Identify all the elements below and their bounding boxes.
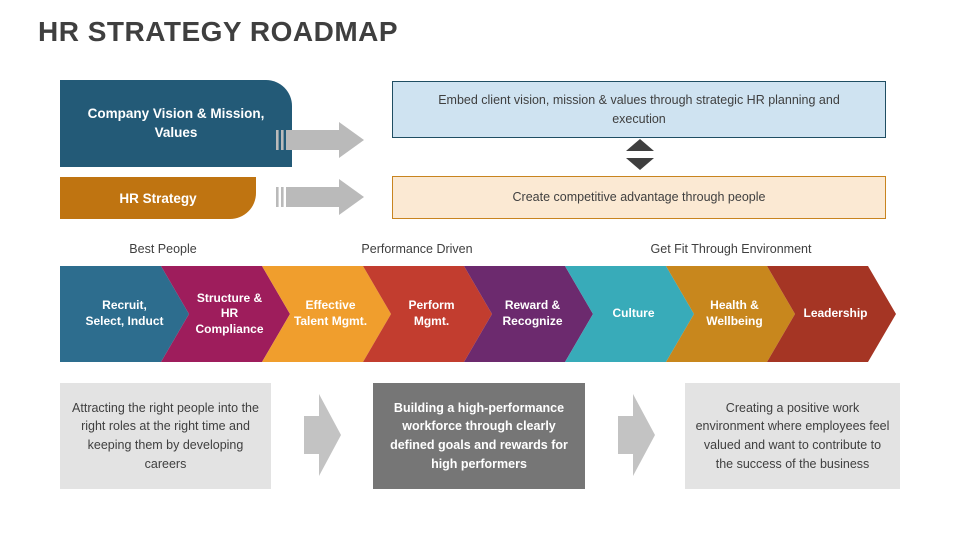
- page-title: HR STRATEGY ROADMAP: [38, 16, 399, 47]
- chevron-label: Health & Wellbeing: [706, 298, 763, 328]
- chevron-segment: Recruit, Select, Induct: [60, 266, 189, 362]
- striped-right-arrow-icon: [276, 122, 364, 158]
- create-advantage-box: Create competitive advantage through peo…: [392, 176, 886, 219]
- chevron-strip: Recruit, Select, Induct Structure & HR C…: [60, 266, 868, 362]
- hr-strategy-label: HR Strategy: [119, 190, 197, 206]
- company-vision-box: Company Vision & Mission, Values: [60, 80, 292, 167]
- chevron-label: Reward & Recognize: [502, 298, 563, 328]
- phase-label-performance-driven: Performance Driven: [361, 242, 473, 256]
- outcome-card: Creating a positive work environment whe…: [685, 383, 900, 489]
- phase-label-best-people: Best People: [129, 242, 197, 256]
- up-down-arrow-icon: [624, 139, 656, 170]
- chevron-label: Leadership: [803, 306, 868, 321]
- outcome-text: Creating a positive work environment whe…: [695, 400, 890, 471]
- outcome-text: Building a high-performance workforce th…: [390, 400, 568, 471]
- forward-arrow-icon: [304, 392, 341, 478]
- chevron-label: Effective Talent Mgmt.: [293, 298, 368, 328]
- chevron-segment: Structure & HR Compliance: [161, 266, 290, 362]
- chevron-label: Recruit, Select, Induct: [85, 298, 164, 328]
- striped-right-arrow-icon: [276, 179, 364, 215]
- chevron-label: Culture: [612, 306, 655, 321]
- create-advantage-text: Create competitive advantage through peo…: [512, 190, 766, 205]
- forward-arrow-icon: [618, 392, 655, 478]
- embed-vision-text: Embed client vision, mission & values th…: [438, 93, 840, 126]
- company-vision-label: Company Vision & Mission, Values: [87, 106, 265, 140]
- hr-strategy-box: HR Strategy: [60, 177, 256, 219]
- outcome-text: Attracting the right people into the rig…: [72, 400, 259, 471]
- embed-vision-box: Embed client vision, mission & values th…: [392, 81, 886, 138]
- outcome-card: Attracting the right people into the rig…: [60, 383, 271, 489]
- outcome-card: Building a high-performance workforce th…: [373, 383, 585, 489]
- chevron-label: Perform Mgmt.: [408, 298, 455, 328]
- phase-label-get-fit: Get Fit Through Environment: [650, 242, 812, 256]
- chevron-label: Structure & HR Compliance: [195, 290, 264, 336]
